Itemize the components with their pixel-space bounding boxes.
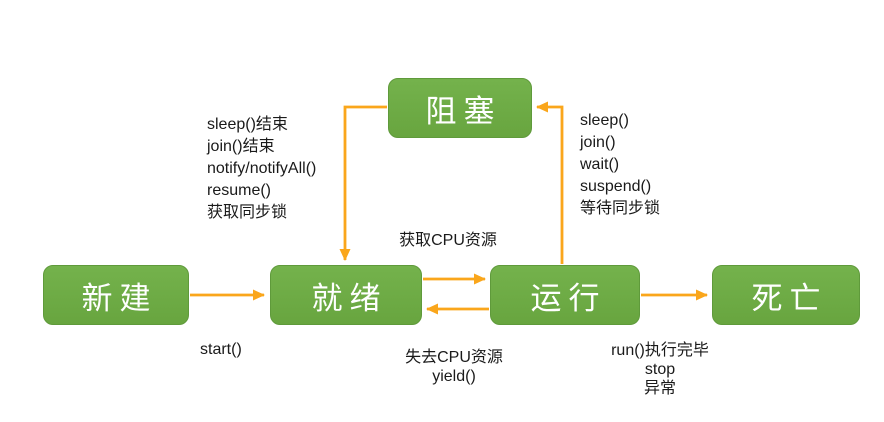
- label-running-to-blocked: sleep() join() wait() suspend() 等待同步锁: [580, 110, 660, 220]
- state-dead: 死亡: [712, 265, 860, 325]
- label-line: wait(): [580, 156, 620, 173]
- state-running: 运行: [490, 265, 640, 325]
- label-line: sleep(): [580, 112, 629, 129]
- label-line: 获取同步锁: [207, 204, 288, 221]
- label-new-to-ready: start(): [200, 341, 242, 358]
- label-line: notify/notifyAll(): [207, 160, 317, 177]
- label-blocked-to-ready: sleep()结束 join()结束 notify/notifyAll() re…: [207, 114, 316, 224]
- label-line: join()结束: [207, 138, 275, 155]
- label-line: 等待同步锁: [580, 200, 661, 217]
- label-line: run()执行完毕: [611, 342, 709, 359]
- state-new: 新建: [43, 265, 189, 325]
- label-line: suspend(): [580, 178, 652, 195]
- label-line: yield(): [432, 368, 476, 385]
- label-line: join(): [580, 134, 616, 151]
- label-line: 失去CPU资源: [405, 349, 503, 366]
- label-running-to-dead: run()执行完毕 stop 异常: [560, 341, 760, 398]
- state-blocked: 阻塞: [388, 78, 532, 138]
- label-line: resume(): [207, 182, 272, 199]
- label-ready-to-running: 获取CPU资源: [399, 232, 497, 249]
- label-line: stop: [644, 361, 676, 378]
- label-line: sleep()结束: [207, 116, 288, 133]
- arrow-blocked-to-ready: [339, 105, 387, 261]
- label-running-to-ready: 失去CPU资源 yield(): [354, 348, 554, 386]
- arrow-running-to-blocked: [536, 101, 564, 264]
- state-ready: 就绪: [270, 265, 422, 325]
- label-line: 异常: [643, 380, 676, 397]
